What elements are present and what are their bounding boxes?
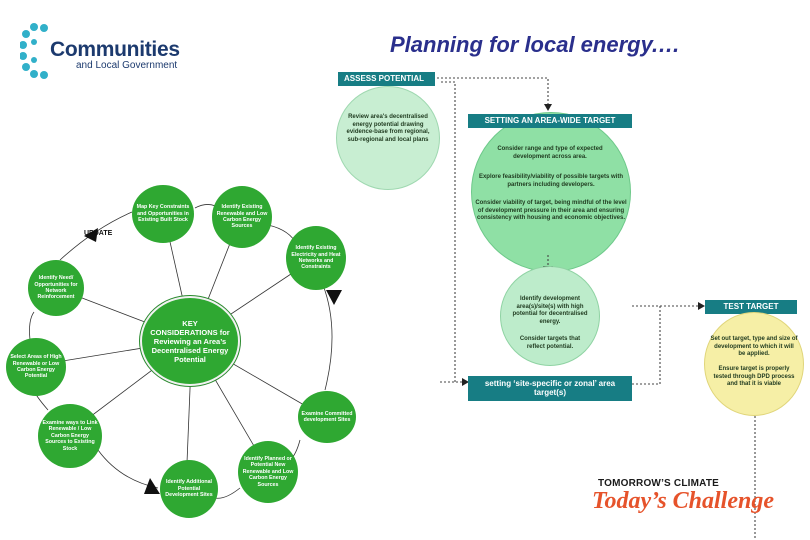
- node-map-key-constraints: Map Key Constraints and Opportunities in…: [132, 185, 194, 243]
- target-text-3: Consider viability of target, being mind…: [475, 200, 627, 221]
- assess-text: Review area's decentralised energy poten…: [346, 114, 430, 143]
- site-specific-header: setting ‘site-specific or zonal’ area ta…: [468, 376, 632, 401]
- target-text-1: Consider range and type of expected deve…: [497, 146, 603, 160]
- node-additional-sites: Identify Additional Potential Developmen…: [160, 460, 218, 518]
- flow-arrow-to-target: [544, 104, 552, 111]
- node-committed-development: Examine Committed development Sites: [298, 391, 356, 443]
- node-network-reinforcement: Identify Need/ Opportunities for Network…: [28, 260, 84, 316]
- node-select-areas: Select Areas of High Renewable or Low Ca…: [6, 338, 66, 396]
- node-electricity-heat-networks: Identify Existing Electricity and Heat N…: [286, 226, 346, 290]
- node-existing-renewable: Identify Existing Renewable and Low Carb…: [212, 186, 272, 248]
- node-planned-renewable: Identify Planned or Potential New Renewa…: [238, 441, 298, 503]
- node-link-renewable: Examine ways to Link Renewable / Low Car…: [38, 404, 102, 468]
- identify-text-1: Identify development area(s)/site(s) wit…: [512, 296, 588, 325]
- test-circle: [704, 312, 804, 416]
- logo-main-text: Communities: [50, 38, 180, 61]
- test-text-1: Set out target, type and size of develop…: [710, 336, 798, 357]
- flow-arrow-to-test: [698, 302, 705, 310]
- brand-line-1: TOMORROW’S CLIMATE: [598, 478, 719, 489]
- test-text-2: Ensure target is properly tested through…: [713, 366, 795, 387]
- area-wide-target-header: SETTING AN AREA-WIDE TARGET: [468, 114, 632, 128]
- test-target-header: TEST TARGET: [705, 300, 797, 314]
- assess-circle: [336, 86, 440, 190]
- identify-text-2: Consider targets that reflect potential.: [519, 336, 581, 350]
- assess-potential-header: ASSESS POTENTIAL: [338, 72, 435, 86]
- update-label: UPDATE: [84, 230, 113, 237]
- arrow-head-update: [84, 228, 98, 242]
- logo-sub-text: and Local Government: [76, 60, 178, 71]
- node-key-considerations: KEY CONSIDERATIONS for Reviewing an Area…: [140, 296, 240, 386]
- arrow-head-right: [326, 290, 342, 305]
- identify-circle: [500, 266, 600, 366]
- flow-arrow-to-site: [462, 378, 469, 386]
- target-text-2: Explore feasibility/viability of possibl…: [478, 174, 624, 188]
- arrow-head-bottom: [144, 478, 160, 494]
- logo-dots-icon: [20, 23, 48, 79]
- page-title: Planning for local energy.…: [390, 32, 681, 57]
- brand-line-2: Today’s Challenge: [592, 488, 775, 514]
- logo: Communities and Local Government: [0, 0, 190, 85]
- flow-dotted-lines: [437, 77, 756, 540]
